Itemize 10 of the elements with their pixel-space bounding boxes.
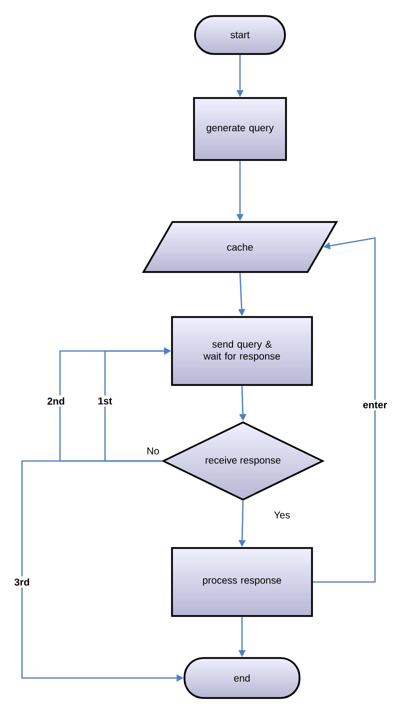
process-box: process response [171,547,313,617]
edge-label: 2nd [48,397,64,405]
edge-label: 1st [98,398,112,404]
process-box: generate query [193,97,287,161]
edge-label: Yes [274,512,290,518]
branch-label: No [147,448,159,454]
edge-label: enter [363,402,388,408]
process-box: send query & wait for response [171,316,313,386]
arrow [312,237,376,583]
edge-label: 3rd [14,578,30,586]
